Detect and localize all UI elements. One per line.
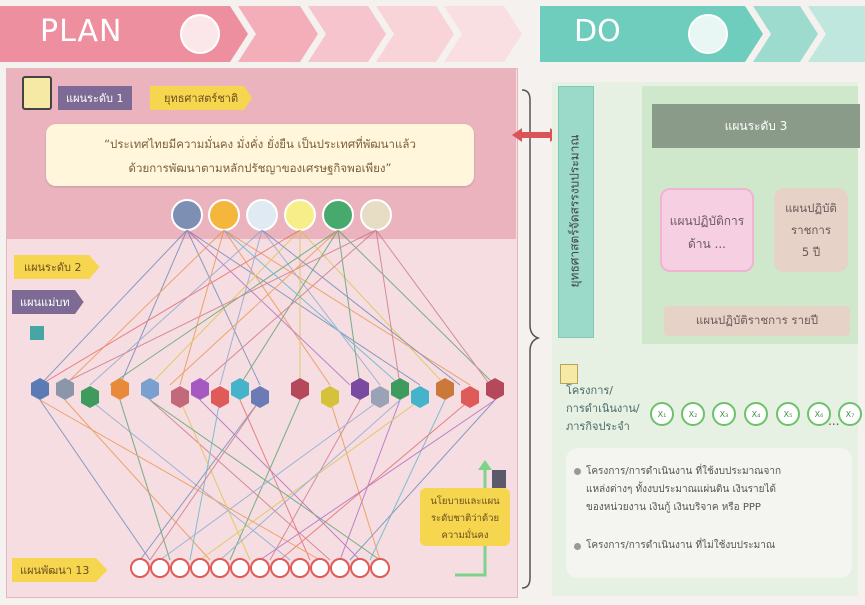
level3-box: แผนระดับ 3 [652, 104, 860, 148]
gov-plan-line2: ราชการ [790, 223, 832, 237]
connection-lines [39, 229, 496, 386]
level2-tag: แผนระดับ 2 [14, 255, 100, 279]
x-node-3: X₃ [712, 402, 736, 426]
security-policy-line2: ระดับชาติว่าด้วย [430, 513, 500, 524]
note1-line2: แหล่งต่างๆ ทั้งงบประมาณแผ่นดิน เงินรายได… [586, 484, 777, 495]
plan-title: PLAN [40, 14, 123, 49]
x-node-1: X₁ [650, 402, 674, 426]
projects-note-icon [560, 364, 578, 384]
policy-book-icon [492, 470, 506, 488]
book-icon [30, 326, 44, 340]
strategy-tag: ยุทธศาสตร์ชาติ [150, 86, 253, 110]
document-icon [22, 76, 52, 110]
x-node-4: X₄ [744, 402, 768, 426]
plan-bracket [521, 89, 541, 589]
notes-box: โครงการ/การดำเนินงาน ที่ใช้งบประมาณจาก แ… [566, 448, 852, 578]
projects-label: โครงการ/ การดำเนินงาน/ ภารกิจประจำ [566, 382, 640, 436]
security-policy-line3: ความมั่นคง [441, 530, 489, 541]
note1-line3: ของหน่วยงาน เงินกู้ เงินบริจาค หรือ PPP [586, 502, 761, 513]
budget-strategy-label: ยุทธศาสตร์จัดสรรงบประมาณ [567, 134, 582, 288]
vision-line2: ด้วยการพัฒนาตามหลักปรัชญาของเศรษฐกิจพอเพ… [128, 161, 392, 175]
strategy-label: ยุทธศาสตร์ชาติ [164, 92, 239, 105]
gov-plan-line3: 5 ปี [801, 245, 821, 259]
dev-plan-tag: แผนพัฒนา 13 [12, 558, 108, 582]
master-plan-label: แผนแม่บท [20, 296, 70, 309]
do-icon [688, 14, 728, 54]
vision-box: “ประเทศไทยมีความมั่นคง มั่งคั่ง ยั่งยืน … [46, 124, 474, 186]
security-policy-box: นโยบายและแผน ระดับชาติว่าด้วย ความมั่นคง [420, 488, 510, 546]
security-policy-line1: นโยบายและแผน [430, 496, 500, 507]
note2: โครงการ/การดำเนินงาน ที่ไม่ใช้งบประมาณ [586, 540, 776, 551]
x-ellipsis: ... [828, 414, 840, 428]
master-plan-tag: แผนแม่บท [12, 290, 84, 314]
bullet-1 [574, 468, 581, 475]
level3-label: แผนระดับ 3 [724, 118, 788, 133]
x-node-2: X₂ [681, 402, 705, 426]
gov-plan-line1: แผนปฏิบัติ [785, 201, 837, 215]
annual-plan-box: แผนปฏิบัติราชการ รายปี [664, 306, 850, 336]
bullet-2 [574, 543, 581, 550]
projects-line2: การดำเนินงาน/ [566, 402, 640, 415]
projects-line1: โครงการ/ [566, 384, 613, 397]
level2-label: แผนระดับ 2 [24, 261, 82, 274]
action-plan-box: แผนปฏิบัติการ ด้าน ... [660, 188, 754, 272]
x-node-5: X₅ [776, 402, 800, 426]
action-plan-line2: ด้าน ... [688, 237, 726, 251]
vision-line1: “ประเทศไทยมีความมั่นคง มั่งคั่ง ยั่งยืน … [104, 137, 416, 151]
gov-plan-box: แผนปฏิบัติ ราชการ 5 ปี [774, 188, 848, 272]
master-plan-nodes [31, 378, 504, 408]
x-node-7: X₇ [838, 402, 862, 426]
level1-label: แผนระดับ 1 [66, 92, 124, 105]
dev-plan-label: แผนพัฒนา 13 [20, 564, 90, 577]
projects-line3: ภารกิจประจำ [566, 420, 630, 433]
lower-connection-lines [39, 399, 496, 561]
dev-plan-nodes [130, 558, 390, 578]
note1: โครงการ/การดำเนินงาน ที่ใช้งบประมาณจาก แ… [586, 463, 781, 517]
budget-strategy-bar [558, 86, 594, 338]
strategy-circles [171, 199, 392, 231]
level1-tag: แผนระดับ 1 [58, 86, 132, 110]
do-title: DO [574, 14, 621, 49]
action-plan-line1: แผนปฏิบัติการ [669, 214, 745, 228]
note1-line1: โครงการ/การดำเนินงาน ที่ใช้งบประมาณจาก [586, 466, 782, 477]
annual-plan-label: แผนปฏิบัติราชการ รายปี [695, 313, 819, 327]
plan-icon [180, 14, 220, 54]
x-node-6: X₆ [807, 402, 831, 426]
